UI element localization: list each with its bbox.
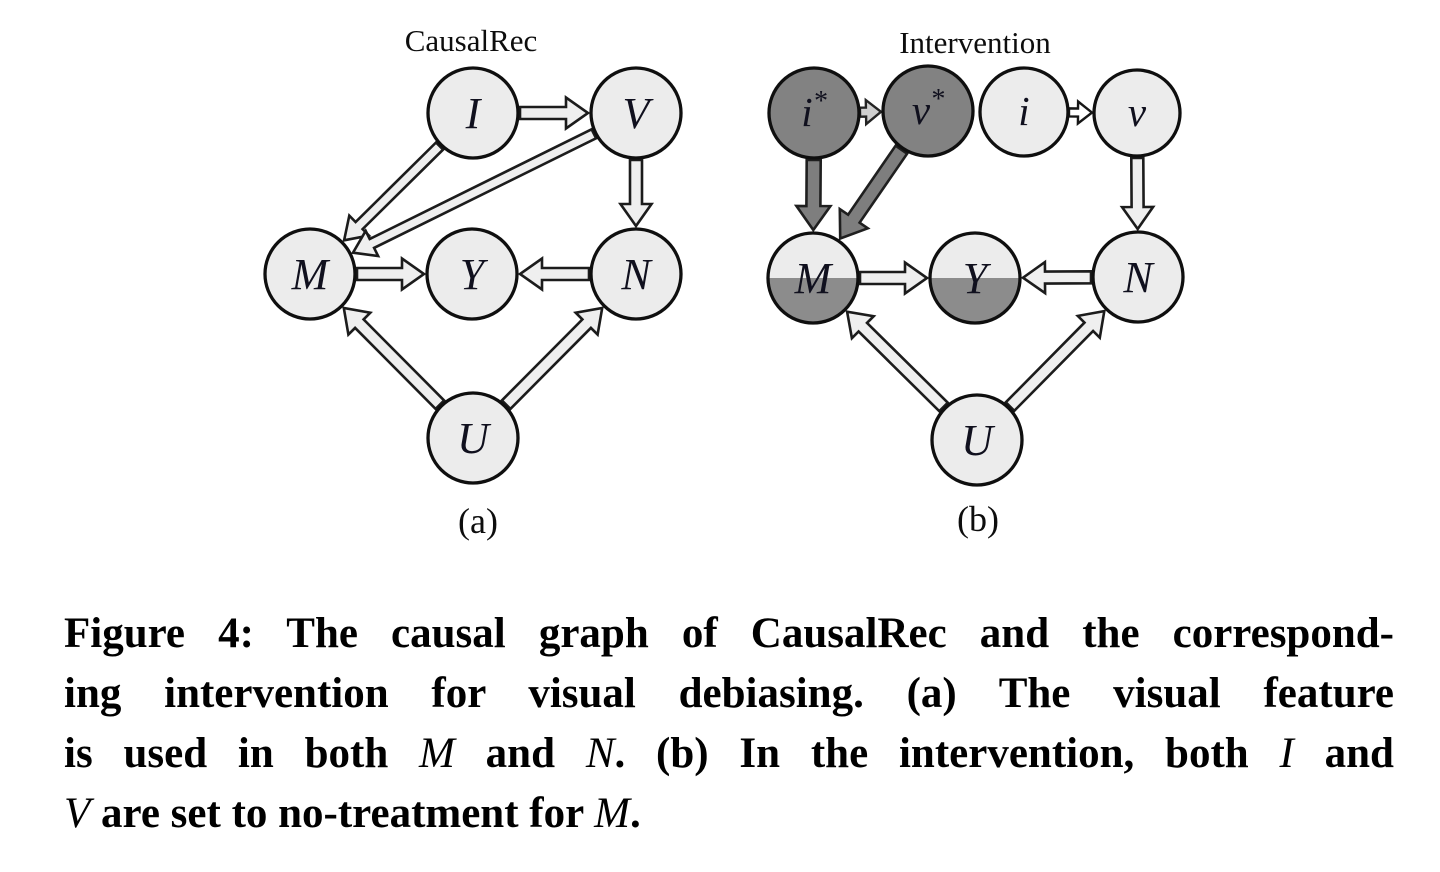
caption-text: is used in both	[64, 730, 420, 777]
edge-U-to-N-arrow	[500, 306, 604, 411]
caption-math-var: M	[419, 730, 455, 777]
node-label-N: N	[620, 250, 653, 299]
caption-line: V are set to no-treatment for M.	[64, 784, 1394, 844]
node-vstar-intervention: v*	[881, 64, 975, 158]
edge-U-to-M-arrow	[845, 310, 950, 414]
node-circle	[1093, 232, 1183, 322]
node-outline	[425, 227, 519, 321]
node-Y-causalrec: Y	[425, 227, 519, 321]
node-outline	[978, 66, 1070, 158]
node-bottom-half	[930, 278, 1020, 323]
caption-math-var: I	[1279, 730, 1294, 777]
node-i-intervention: i	[978, 66, 1070, 158]
edge-M-to-Y-arrow	[355, 255, 427, 293]
node-circle	[1094, 70, 1180, 156]
edge-istar-to-M-arrow	[793, 158, 833, 233]
node-N-intervention: N	[1091, 230, 1185, 324]
node-outline	[928, 231, 1022, 325]
edge-istar-to-vstar-arrow	[858, 97, 883, 127]
edge-v-to-N-arrow	[1119, 156, 1156, 232]
node-circle	[883, 66, 973, 156]
node-label-i: i	[1018, 88, 1029, 134]
node-label-N: N	[1122, 253, 1155, 302]
node-circle	[265, 229, 355, 319]
intervention-sublabel: (b)	[957, 499, 999, 539]
edge-N-to-Y-arrow	[517, 255, 591, 293]
caption-text: and	[1293, 730, 1394, 777]
caption-text: .	[630, 790, 641, 837]
node-label-M: M	[291, 250, 331, 299]
node-istar-intervention: i*	[767, 66, 861, 160]
edge-N-to-Y-arrow	[1020, 259, 1093, 296]
node-label-Y: Y	[963, 254, 992, 303]
caption-text: Figure 4: The causal graph of CausalRec …	[64, 610, 1394, 657]
node-circle	[591, 68, 681, 158]
node-outline	[426, 391, 520, 485]
node-I-causalrec: I	[426, 66, 520, 160]
node-N-causalrec: N	[589, 227, 683, 321]
node-outline	[1092, 68, 1182, 158]
caption-text: and	[454, 730, 586, 777]
node-label-V: V	[623, 89, 655, 138]
edge-I-to-V-arrow	[518, 94, 591, 132]
node-circle	[769, 68, 859, 158]
edge-V-to-M-arrow	[350, 127, 598, 258]
figure-caption: Figure 4: The causal graph of CausalRec …	[64, 604, 1394, 844]
node-circle	[591, 229, 681, 319]
node-outline	[766, 231, 860, 325]
node-circle	[428, 393, 518, 483]
node-label-M: M	[794, 254, 834, 303]
caption-math-var: V	[64, 790, 91, 837]
node-outline	[767, 66, 861, 160]
edge-M-to-Y-arrow	[858, 259, 930, 297]
edge-U-to-M-arrow	[342, 306, 446, 411]
node-circle	[980, 68, 1068, 156]
caption-line: is used in both M and N. (b) In the inte…	[64, 724, 1394, 784]
node-outline	[881, 64, 975, 158]
diagram-intervention: Intervention i*v* i vM Y N U (b)	[766, 25, 1185, 539]
caption-math-var: M	[594, 790, 630, 837]
node-outline	[1091, 230, 1185, 324]
edge-V-to-N-arrow	[617, 158, 655, 229]
node-v-intervention: v	[1092, 68, 1182, 158]
node-label-U: U	[961, 416, 996, 465]
node-U-causalrec: U	[426, 391, 520, 485]
node-label-I: I	[465, 89, 483, 138]
node-outline	[589, 66, 683, 160]
node-outline	[426, 66, 520, 160]
caption-math-var: N	[585, 730, 615, 777]
node-U-intervention: U	[930, 393, 1024, 487]
caption-text: are set to no-treatment for	[90, 790, 595, 837]
caption-text: ing intervention for visual debiasing. (…	[64, 670, 1394, 717]
node-M-causalrec: M	[263, 227, 357, 321]
node-label-Y: Y	[460, 250, 489, 299]
edge-I-to-M-arrow	[342, 140, 445, 242]
node-outline	[263, 227, 357, 321]
caption-line: Figure 4: The causal graph of CausalRec …	[64, 604, 1394, 664]
edge-vstar-to-M-arrow	[838, 143, 909, 241]
node-outline	[930, 393, 1024, 487]
node-outline	[589, 227, 683, 321]
node-bottom-half	[768, 278, 858, 323]
caption-line: ing intervention for visual debiasing. (…	[64, 664, 1394, 724]
node-Y-intervention: Y	[928, 231, 1022, 325]
node-label-v: v	[1128, 89, 1147, 135]
node-circle	[427, 229, 517, 319]
edge-U-to-N-arrow	[1003, 309, 1106, 413]
node-circle	[428, 68, 518, 158]
node-V-causalrec: V	[589, 66, 683, 160]
node-M-intervention: M	[766, 231, 860, 325]
node-label-U: U	[457, 414, 492, 463]
intervention-title: Intervention	[899, 25, 1051, 60]
node-circle	[932, 395, 1022, 485]
caption-text: . (b) In the intervention, both	[614, 730, 1280, 777]
causalrec-sublabel: (a)	[458, 501, 498, 541]
causalrec-title: CausalRec	[405, 23, 538, 58]
edge-i-to-v-arrow	[1067, 99, 1094, 126]
